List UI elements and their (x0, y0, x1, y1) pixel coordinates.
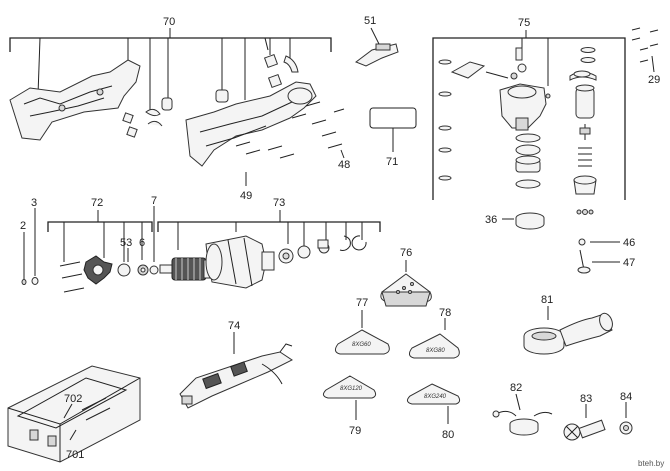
dust-hose-elbow (559, 313, 613, 347)
part-81-dust-adapter: 81 (523, 294, 613, 355)
label-3: 3 (31, 197, 37, 209)
part-83-blade: 83 (563, 393, 606, 441)
label-7: 7 (151, 195, 157, 207)
label-49: 49 (240, 190, 252, 202)
screw-set-48 (235, 101, 345, 159)
label-75: 75 (518, 17, 530, 29)
part-77-sandpaper: 8XG60 77 (334, 297, 390, 355)
label-2: 2 (20, 220, 26, 232)
label-74: 74 (228, 320, 240, 332)
label-78: 78 (439, 307, 451, 319)
part-51-clip: 51 (354, 15, 399, 67)
part-76-sanding-pad: 76 (380, 247, 432, 307)
label-36: 36 (485, 214, 497, 226)
part-84-washer: 84 (619, 391, 633, 435)
part-71-plate: 71 (369, 107, 417, 168)
watermark: bteh.by (638, 459, 664, 468)
label-79: 79 (349, 425, 361, 437)
circuit-board (179, 351, 293, 409)
housing-half-right (185, 81, 317, 167)
part-2-3-small: 3 2 (20, 197, 39, 285)
label-76: 76 (400, 247, 412, 259)
pad-mark-80: 8XG240 (424, 394, 447, 400)
group-75-gear-head: 75 29 (432, 17, 660, 215)
part-82-adapter: 82 (492, 382, 553, 436)
label-51: 51 (364, 15, 376, 27)
bracket-part (145, 108, 163, 127)
label-81: 81 (541, 294, 553, 306)
label-48: 48 (338, 159, 350, 171)
group-72-eccentric: 72 53 6 7 (47, 195, 159, 293)
motor-armature (171, 257, 207, 281)
label-29: 29 (648, 74, 660, 86)
rubber-pad-a (161, 97, 173, 111)
group-70-housing: 70 48 49 (9, 16, 350, 202)
part-79-sandpaper: 8XG120 79 (322, 375, 377, 437)
part-46-washer: 46 (578, 237, 635, 249)
label-70: 70 (163, 16, 175, 28)
label-80: 80 (442, 429, 454, 441)
pad-mark-79: 8XG120 (340, 386, 363, 392)
label-73: 73 (273, 197, 285, 209)
pad-mark-77: 8XG60 (352, 342, 371, 348)
label-6: 6 (139, 237, 145, 249)
part-78-sandpaper: 8XG80 78 (408, 307, 460, 359)
label-72: 72 (91, 197, 103, 209)
label-71: 71 (386, 156, 398, 168)
part-36-ring: 36 (485, 212, 545, 230)
label-47: 47 (623, 257, 635, 269)
carry-case: 702 701 (7, 365, 141, 463)
part-80-sandpaper: 8XG240 80 (406, 383, 461, 441)
label-84: 84 (620, 391, 632, 403)
label-77: 77 (356, 297, 368, 309)
label-46: 46 (623, 237, 635, 249)
cylinder-part (575, 87, 595, 119)
group-73-motor: 73 (157, 197, 381, 289)
pad-mark-78: 8XG80 (426, 348, 445, 354)
label-82: 82 (510, 382, 522, 394)
part-74-electronics: 74 (179, 320, 293, 409)
housing-half-left (9, 59, 141, 141)
case-lid (7, 365, 141, 463)
label-701: 701 (66, 449, 84, 461)
label-53: 53 (120, 237, 132, 249)
label-702: 702 (64, 393, 82, 405)
part-47-pin: 47 (577, 249, 635, 274)
label-83: 83 (580, 393, 592, 405)
rubber-pad-b (215, 89, 229, 103)
screw-set-29 (631, 27, 659, 63)
